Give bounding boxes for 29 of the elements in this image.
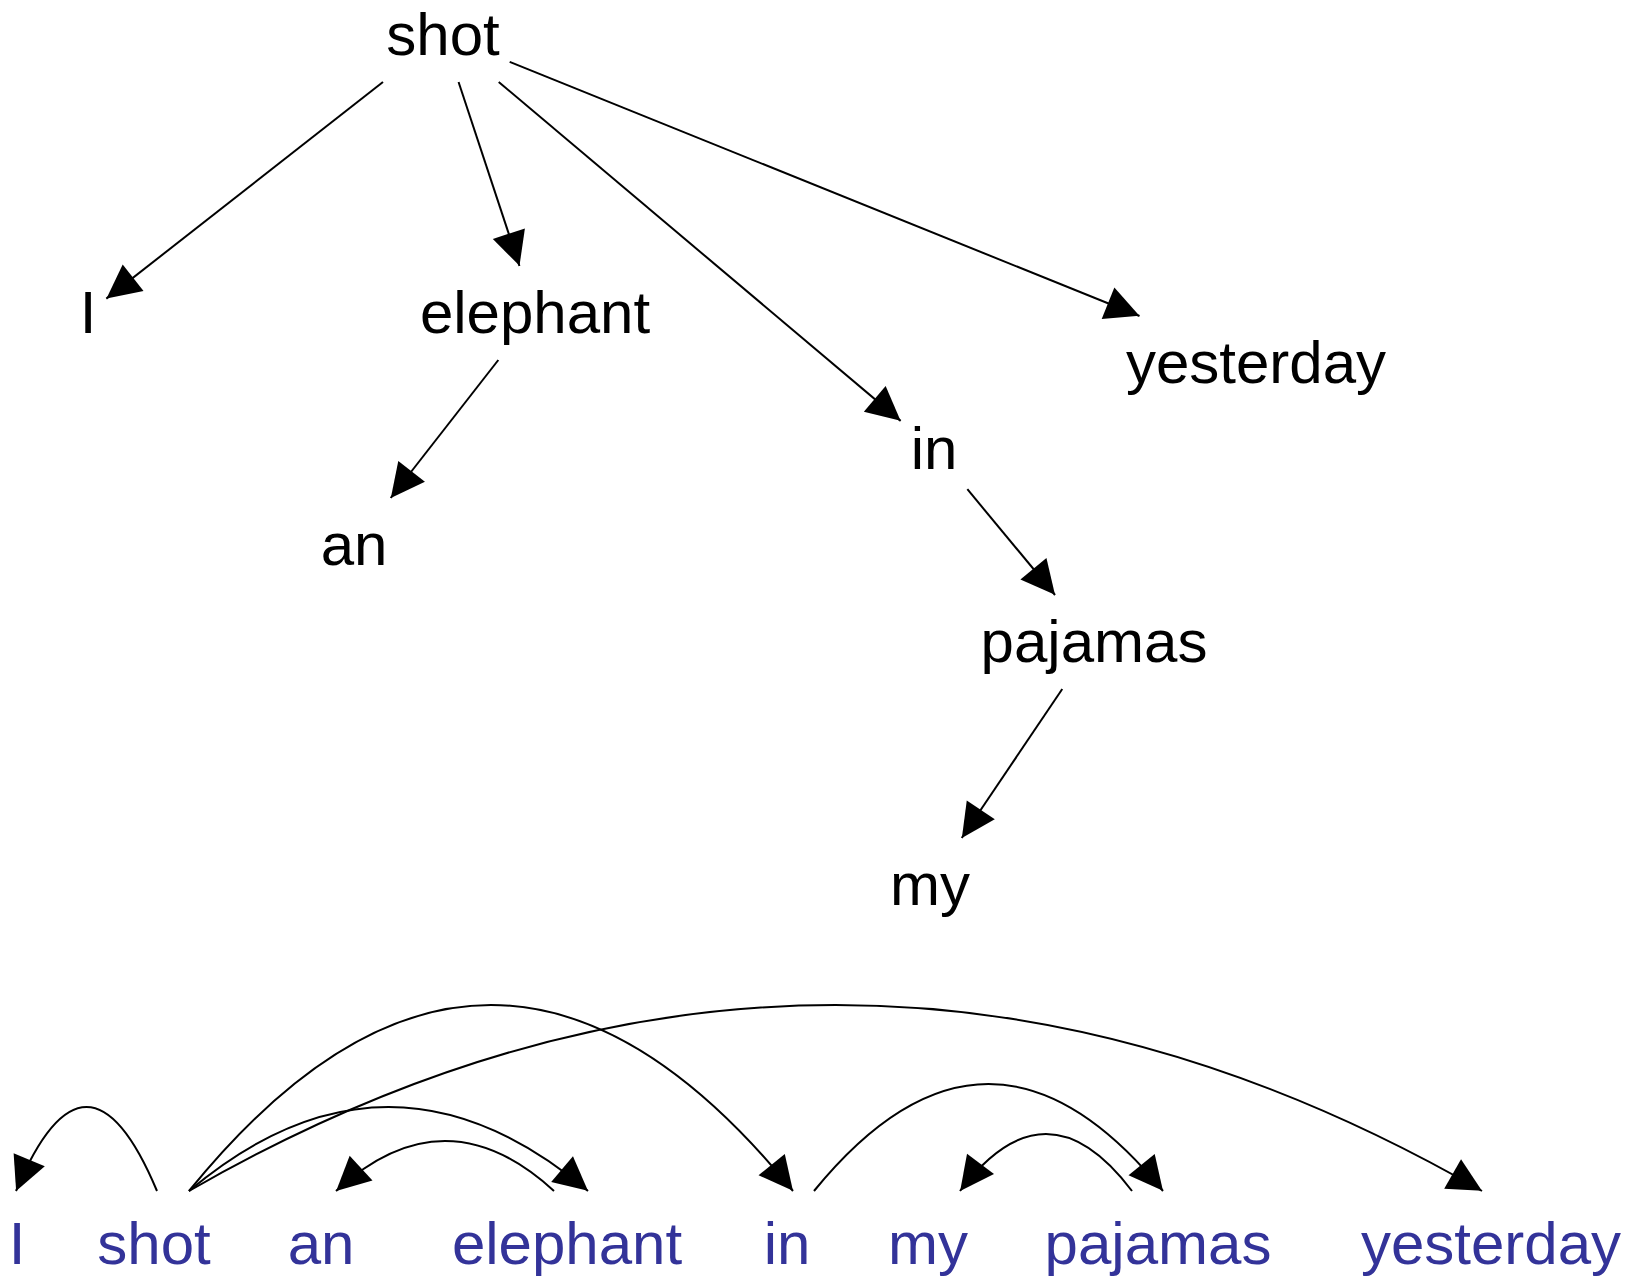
arrow [959, 1133, 1133, 1192]
word-label: my [880, 838, 980, 932]
word-label: my [884, 1191, 972, 1277]
word-label: shot [376, 0, 510, 82]
word-label: yesterday [1115, 316, 1397, 410]
arrow [497, 81, 902, 422]
arrow [389, 359, 500, 499]
word-label: shot [93, 1191, 215, 1277]
word-label: elephant [409, 266, 661, 360]
arrow [960, 688, 1064, 839]
arrow [457, 81, 525, 267]
word-label: pajamas [1040, 1191, 1276, 1277]
word-label: yesterday [1356, 1191, 1626, 1277]
arrow [966, 488, 1057, 596]
arrow [813, 1083, 1164, 1192]
arrow [188, 1004, 794, 1192]
word-label: I [4, 1191, 30, 1277]
word-label: an [283, 1191, 359, 1277]
word-label: I [69, 266, 107, 360]
arrow [335, 1140, 555, 1192]
word-label: in [900, 402, 968, 496]
arrow [188, 1004, 1483, 1192]
word-label: pajamas [970, 595, 1218, 689]
arrow [14, 1106, 158, 1192]
word-label: an [310, 498, 398, 592]
word-label: in [759, 1191, 815, 1277]
arrow [508, 60, 1141, 319]
arrow [105, 81, 384, 300]
word-label: elephant [447, 1191, 687, 1277]
